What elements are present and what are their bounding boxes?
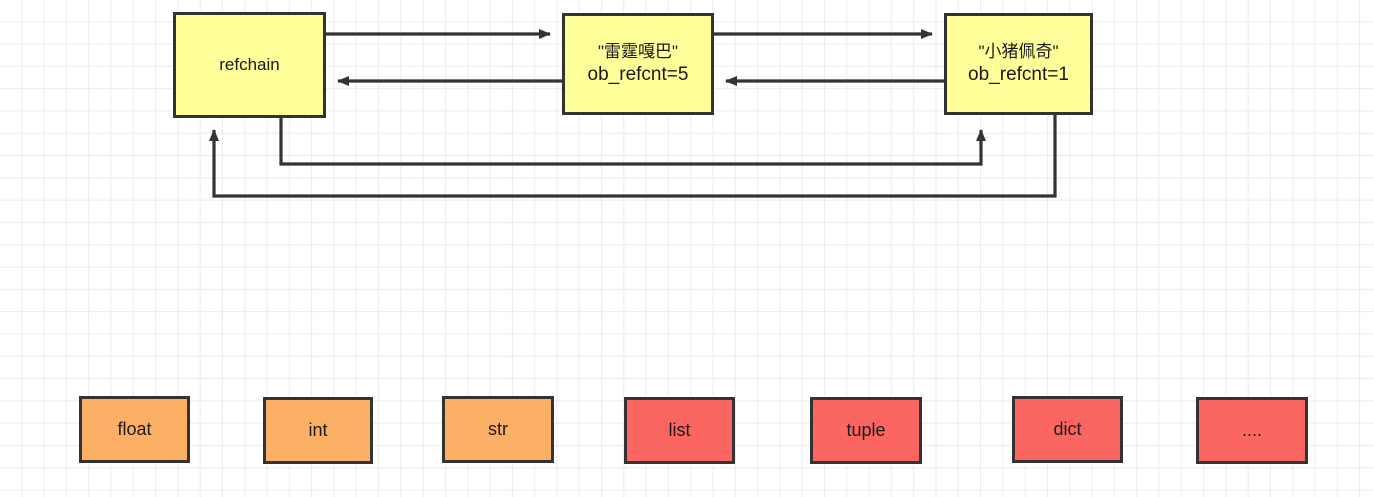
edge-refchain-loop-to-peppa	[279, 118, 986, 166]
edge-peppa-loop-to-refchain	[209, 115, 1057, 198]
node-type-float-label: float	[117, 418, 152, 439]
node-refchain-label: refchain	[219, 55, 280, 75]
node-type-int[interactable]: int	[263, 397, 373, 464]
node-type-tuple-label: tuple	[846, 419, 886, 440]
node-object-peppa-value: "小猪佩奇"	[978, 41, 1059, 61]
node-type-dict-label: dict	[1053, 418, 1082, 439]
node-type-more[interactable]: ....	[1196, 397, 1308, 464]
node-type-tuple[interactable]: tuple	[810, 397, 922, 464]
node-type-int-label: int	[308, 419, 328, 440]
node-object-leiting-value: "雷霆嘎巴"	[597, 41, 679, 61]
node-object-leiting[interactable]: "雷霆嘎巴" ob_refcnt=5	[562, 13, 714, 115]
node-type-str[interactable]: str	[442, 396, 554, 463]
node-type-str-label: str	[488, 418, 508, 439]
node-object-peppa[interactable]: "小猪佩奇" ob_refcnt=1	[944, 13, 1093, 115]
node-type-list[interactable]: list	[624, 397, 735, 464]
node-type-dict[interactable]: dict	[1012, 396, 1123, 463]
node-object-peppa-refcnt: ob_refcnt=1	[968, 63, 1069, 85]
node-refchain[interactable]: refchain	[173, 12, 326, 118]
node-type-more-label: ....	[1241, 419, 1262, 440]
node-type-list-label: list	[668, 419, 691, 440]
node-object-leiting-refcnt: ob_refcnt=5	[587, 63, 689, 85]
node-type-float[interactable]: float	[79, 396, 190, 463]
